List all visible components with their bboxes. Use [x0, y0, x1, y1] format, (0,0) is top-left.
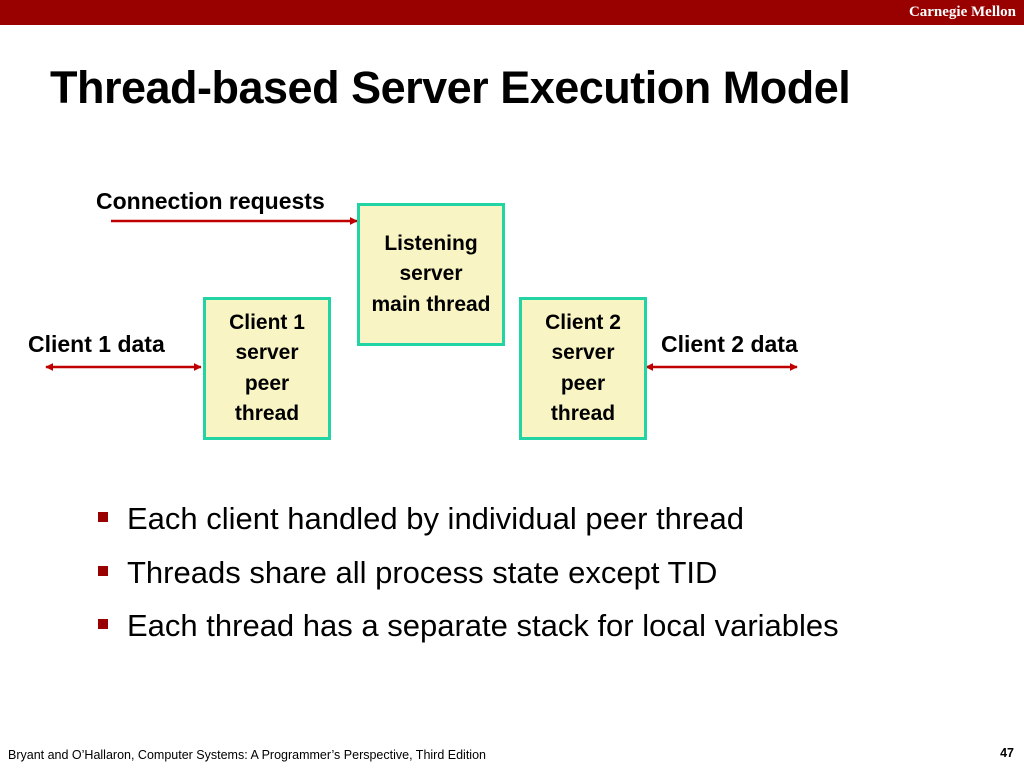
bullet-text: Each client handled by individual peer t…	[127, 501, 744, 536]
client1-data-label: Client 1 data	[28, 331, 165, 357]
client1-thread-box: Client 1 server peer thread	[203, 297, 331, 440]
bullet-square-icon	[98, 619, 108, 629]
bullet-item: Each thread has a separate stack for loc…	[96, 605, 839, 659]
main-box-line: Listening	[384, 231, 478, 255]
client2-box-line: Client 2	[545, 310, 621, 334]
bullet-list: Each client handled by individual peer t…	[96, 498, 839, 659]
client1-box-line: Client 1	[229, 310, 305, 334]
bullet-square-icon	[98, 565, 108, 576]
connection-requests-label: Connection requests	[96, 188, 325, 214]
client1-box-line: thread	[234, 402, 300, 425]
client1-box-line: server	[235, 341, 299, 364]
client2-data-label: Client 2 data	[661, 331, 798, 357]
main-thread-box: Listening server main thread	[357, 203, 505, 346]
bullet-item: Threads share all process state except T…	[96, 552, 839, 606]
slide-title: Thread-based Server Execution Model	[50, 62, 851, 113]
client2-box-line: peer	[560, 371, 606, 395]
brand-label: Carnegie Mellon	[908, 4, 1016, 20]
main-box-line: main thread	[371, 292, 491, 316]
footer-citation: Bryant and O’Hallaron, Computer Systems:…	[8, 748, 486, 762]
bullet-text: Each thread has a separate stack for loc…	[127, 608, 839, 643]
header-bar: Carnegie Mellon	[0, 0, 1024, 25]
bullet-square-icon	[98, 512, 108, 522]
client2-box-line: thread	[550, 402, 616, 425]
client1-box-line: peer	[244, 371, 290, 395]
bullet-text: Threads share all process state except T…	[127, 554, 718, 590]
bullet-item: Each client handled by individual peer t…	[96, 498, 839, 552]
page-number: 47	[1000, 746, 1014, 760]
client2-thread-box: Client 2 server peer thread	[519, 297, 647, 440]
client2-box-line: server	[551, 341, 615, 364]
main-box-line: server	[399, 262, 463, 286]
